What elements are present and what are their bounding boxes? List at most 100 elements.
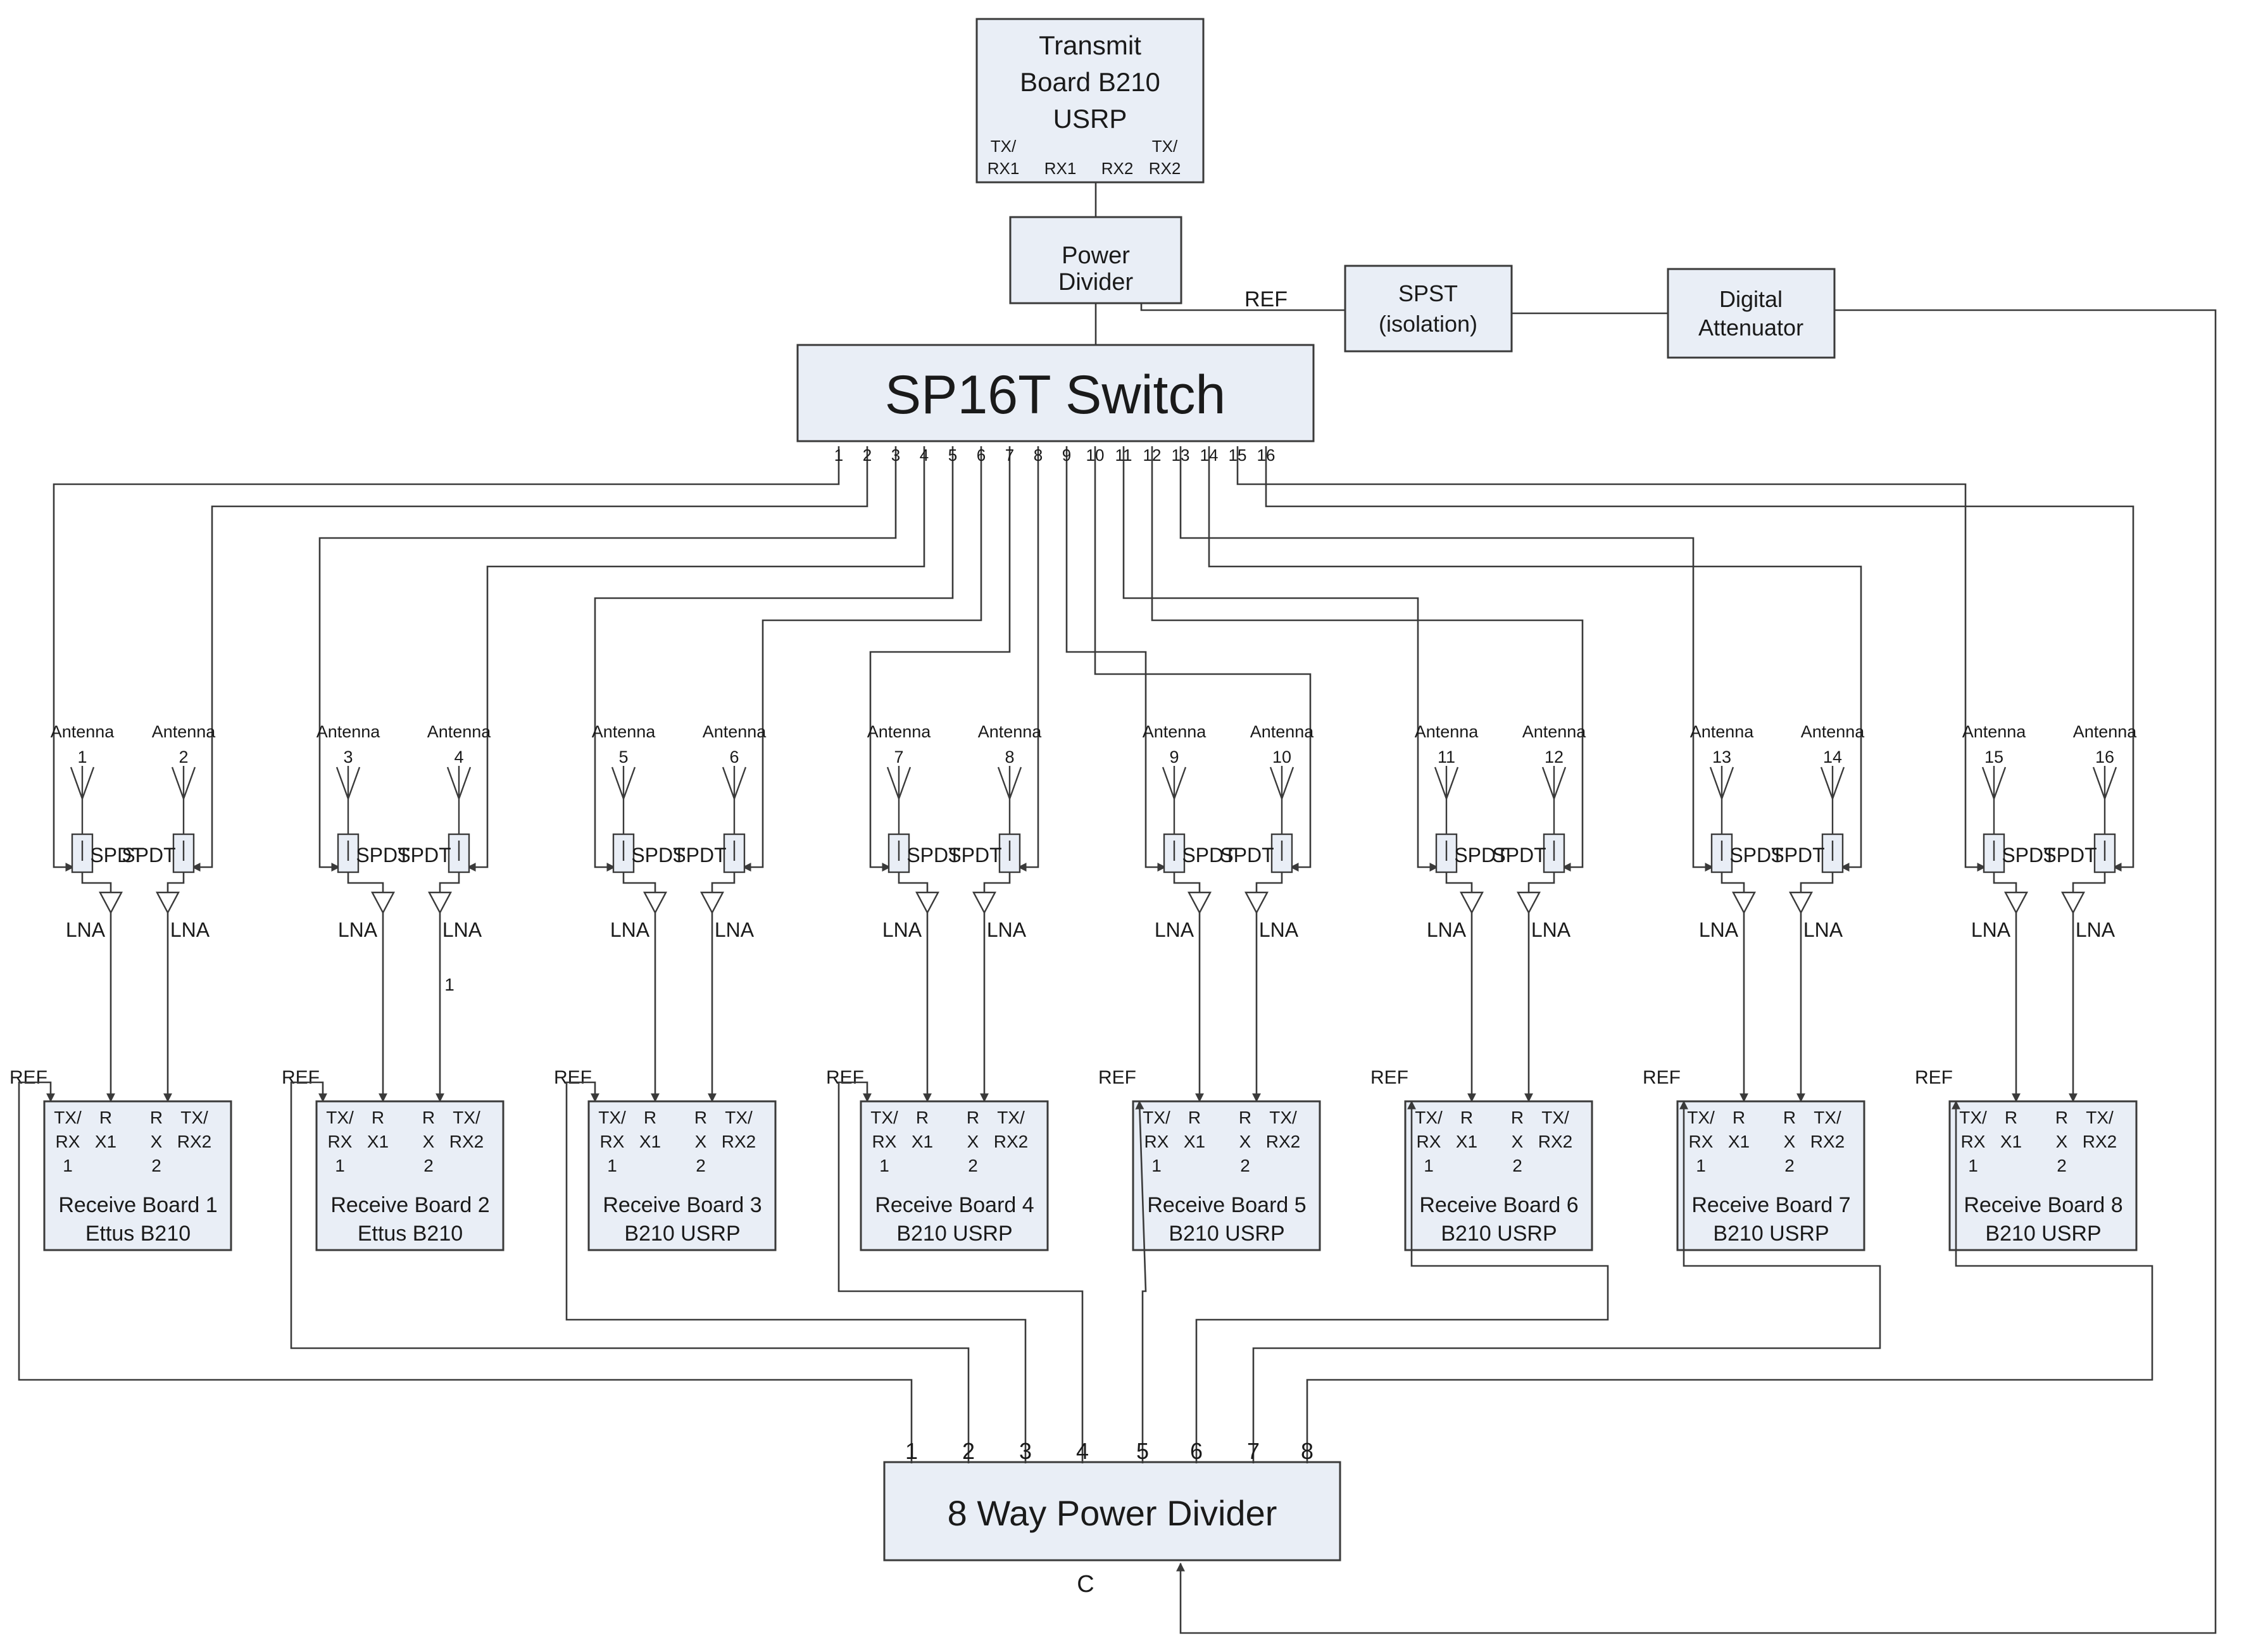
transmit-port-4-line-2: RX2 [1149,159,1181,178]
eight-way-port-2: 2 [962,1438,975,1464]
board-2-rx1-1: X1 [367,1132,389,1151]
board-1-rx2-2: 2 [151,1156,161,1175]
receive-board-3-line-2: B210 USRP [624,1222,740,1246]
receive-board-8-line-1: Receive Board 8 [1964,1193,2122,1217]
board-5-txrx1-2: 1 [1151,1156,1162,1175]
receive-board-3-line-1: Receive Board 3 [603,1193,762,1217]
spdt-7-label: SPDT [906,844,960,867]
board-3-txrx1-2: 1 [607,1156,617,1175]
board-7-txrx1-0: TX/ [1687,1108,1715,1127]
board-2-txrx2-1: RX2 [449,1132,484,1151]
spdt-4-label: SPDT [397,844,451,867]
lna-12-icon [1517,891,1541,915]
power-divider-line-1: Power [1062,242,1130,269]
board-5-rx2-1: X [1239,1132,1251,1151]
switch-port-5-wire [594,446,954,872]
antenna-13-icon [1709,766,1734,834]
lna-9-label: LNA [1155,918,1194,941]
antenna-16-number: 16 [2095,748,2114,767]
lna-3-label: LNA [338,918,378,941]
spdt-5-to-lna-wire [622,872,656,892]
ref-wire-board-6 [1195,1100,1609,1463]
lna-15-icon [2004,891,2028,915]
switch-port-14-wire [1208,446,1862,872]
antenna-12-number: 12 [1545,748,1564,767]
transmit-board-title-line-2: Board B210 [1020,67,1160,97]
switch-port-4-wire [467,446,925,872]
board-7-txrx2-0: TX/ [1814,1108,1841,1127]
lna-6-icon [700,891,724,915]
spdt-5-label: SPDT [631,844,685,867]
sp16t-port-15: 15 [1229,446,1247,465]
antenna-4-number: 4 [454,748,463,767]
antenna-11-number: 11 [1438,748,1455,767]
sp16t-port-2: 2 [863,446,872,465]
antenna-14-number: 14 [1823,748,1842,767]
antenna-2-label: Antenna [152,722,216,741]
board-6-txrx2-0: TX/ [1541,1108,1569,1127]
lna-1-label: LNA [66,918,106,941]
spdt-3-to-lna-wire [347,872,384,892]
spdt-12-label: SPDT [1492,844,1546,867]
ref-wire-board-8 [1306,1100,2153,1463]
board-5-txrx2-0: TX/ [1269,1108,1297,1127]
spdt-13-to-lna-wire [1721,872,1745,892]
board-5-txrx1-0: TX/ [1143,1108,1170,1127]
eight-way-port-4: 4 [1076,1438,1089,1464]
board-2-rx2-0: R [422,1108,435,1127]
board-6-txrx1-1: RX [1417,1132,1441,1151]
board-6-rx1-0: R [1460,1108,1473,1127]
board-3-txrx1-1: RX [600,1132,625,1151]
spdt-8-to-lna-wire [983,872,1011,892]
board-7-rx1-1: X1 [1728,1132,1750,1151]
board-6-rx2-2: 2 [1512,1156,1522,1175]
sp16t-title: SP16T Switch [885,365,1226,425]
board-6-rx2-1: X [1512,1132,1524,1151]
ref-wire-board-1 [18,1081,913,1463]
spdt-2-to-lna-wire [166,872,185,892]
switch-port-16-wire [1265,446,2134,872]
board-3-rx1-0: R [644,1108,656,1127]
antenna-8-number: 8 [1005,748,1014,767]
antenna-11-label: Antenna [1415,722,1479,741]
spdt-12-to-lna-wire [1527,872,1555,892]
transmit-port-4-line-1: TX/ [1152,137,1178,156]
spdt-14-to-lna-wire [1800,872,1834,892]
sp16t-port-14: 14 [1200,446,1219,465]
board-7-txrx2-1: RX2 [1810,1132,1845,1151]
ref-label: REF [1244,287,1288,311]
receive-board-6-body [1404,1100,1593,1251]
board-1-txrx1-0: TX/ [54,1108,82,1127]
spdt-4-to-lna-wire [439,872,460,892]
ref-wire-board-3 [565,1081,1027,1463]
receive-board-1-line-1: Receive Board 1 [58,1193,217,1217]
receive-board-5-line-2: B210 USRP [1169,1222,1284,1246]
spdt-16-label: SPDT [2043,844,2097,867]
lna-10-label: LNA [1259,918,1299,941]
reference-distribution-wires [18,1081,2153,1463]
antenna-1-icon [70,766,95,834]
sp16t-switch: SP16T Switch [796,344,1315,442]
board-8-txrx1-1: RX [1961,1132,1986,1151]
board-5-rx1-0: R [1188,1108,1201,1127]
transmit-port-1-line-1: TX/ [991,137,1017,156]
board-7-rx2-2: 2 [1784,1156,1795,1175]
ref-wire-board-2 [290,1081,970,1463]
eight-way-port-1: 1 [905,1438,918,1464]
board-5-rx2-2: 2 [1240,1156,1250,1175]
lna-16-label: LNA [2076,918,2116,941]
eight-way-common-label: C [1077,1571,1094,1598]
receive-board-7-body [1676,1100,1865,1251]
spdt-6-to-lna-wire [711,872,736,892]
lna-1-icon [99,891,123,915]
antenna-16-icon [2092,766,2117,834]
spdt-9-to-lna-wire [1173,872,1201,892]
antenna-14-label: Antenna [1801,722,1865,741]
lna-16-icon [2061,891,2085,915]
